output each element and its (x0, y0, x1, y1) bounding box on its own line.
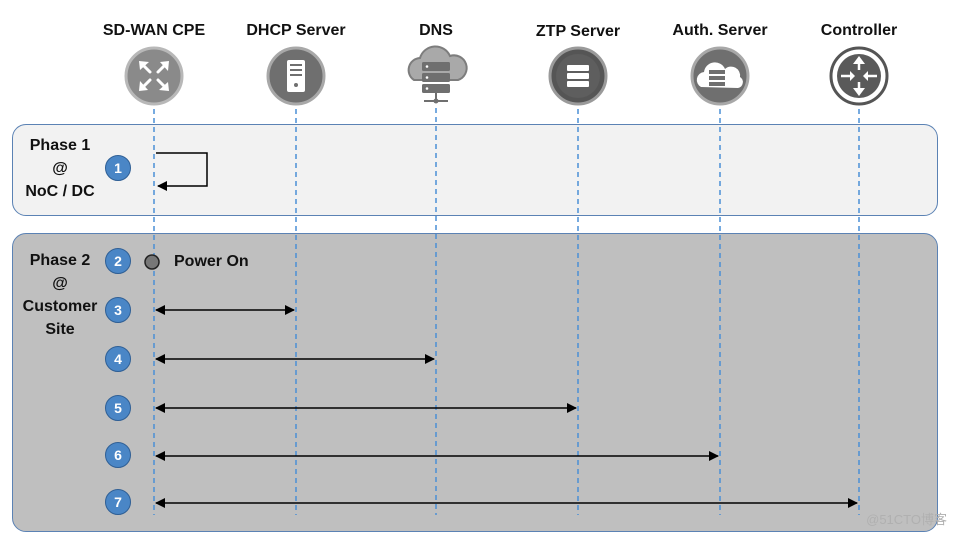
phase-2-label-line: Customer (22, 298, 98, 315)
self-loop-arrow (156, 152, 208, 191)
node-title-dns: DNS (419, 22, 453, 39)
step-badge: 6 (105, 442, 131, 468)
server-stack-icon (548, 46, 608, 106)
step-badge: 7 (105, 489, 131, 515)
step-badge: 2 (105, 248, 131, 274)
node-title-controller: Controller (820, 22, 898, 39)
phase-1-box (12, 124, 938, 216)
step-badge: 3 (105, 297, 131, 323)
step-badge: 1 (105, 155, 131, 181)
phase-2-label-line: Phase 2 (29, 252, 91, 269)
phase-2-label-line: @ (52, 275, 68, 292)
step-badge: 4 (105, 346, 131, 372)
power-on-dot (144, 254, 160, 270)
controller-icon (829, 46, 889, 106)
phase-2-label: Phase 2 @ Customer Site (10, 249, 110, 341)
watermark: @51CTO博客 (866, 512, 947, 527)
cloud-server-icon (690, 46, 750, 106)
phase-1-label-line: NoC / DC (25, 183, 95, 200)
step-badge: 5 (105, 395, 131, 421)
phase-1-label-line: Phase 1 (29, 137, 91, 154)
router-icon (124, 46, 184, 106)
node-title-sd-wan-cpe: SD-WAN CPE (102, 22, 206, 39)
power-on-label: Power On (174, 253, 249, 270)
phase-2-label-line: Site (45, 321, 75, 338)
server-icon (266, 46, 326, 106)
node-title-auth-server: Auth. Server (672, 22, 768, 39)
phase-1-label: Phase 1 @ NoC / DC (10, 134, 110, 203)
node-title-dhcp-server: DHCP Server (246, 22, 346, 39)
phase-2-box (12, 233, 938, 532)
node-title-ztp-server: ZTP Server (535, 23, 621, 40)
cloud-server-icon (407, 45, 468, 104)
phase-1-label-line: @ (52, 160, 68, 177)
